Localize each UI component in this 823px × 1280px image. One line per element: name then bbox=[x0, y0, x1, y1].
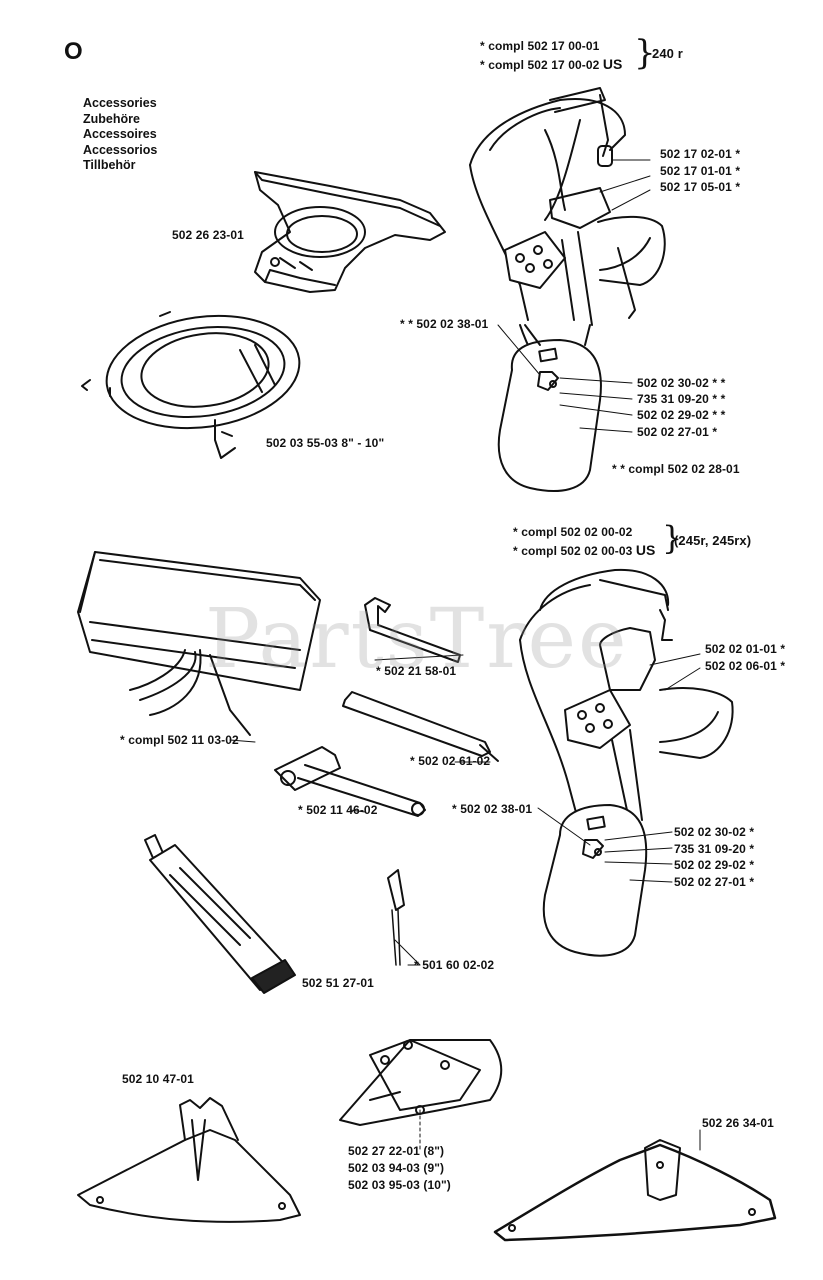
label-guard-mid-3-size: (10") bbox=[423, 1178, 451, 1192]
label-g2: 502 02 06-01 * bbox=[705, 659, 786, 673]
top-group-line2: * compl 502 17 00-02 US bbox=[480, 56, 623, 72]
label-g7: 502 02 27-01 * bbox=[674, 875, 755, 889]
heading-fr: Accessoires bbox=[83, 127, 157, 141]
mid-group-line1: * compl 502 02 00-02 bbox=[513, 525, 633, 539]
label-guard-mid-2-number: 502 03 94-03 bbox=[348, 1161, 420, 1175]
label-h5: 502 02 30-02 * * bbox=[637, 376, 726, 390]
label-h2: 502 17 01-01 * bbox=[660, 164, 741, 178]
combination-wrench-drawing bbox=[274, 746, 426, 817]
label-guard-mid-2-size: (9") bbox=[423, 1161, 445, 1175]
leader-lines-mid bbox=[229, 653, 701, 966]
mid-group-line2-part: * compl 502 02 00-03 bbox=[513, 544, 633, 558]
label-guard-ring-size: 8" - 10" bbox=[341, 436, 385, 450]
guard-ring-drawing bbox=[81, 311, 301, 459]
watermark: PartsTree bbox=[205, 592, 629, 687]
mid-group-line2: * compl 502 02 00-03 US bbox=[513, 542, 656, 558]
label-rivet: * 501 60 02-02 bbox=[414, 958, 495, 972]
label-grease: 502 51 27-01 bbox=[302, 976, 374, 990]
headings-block: Accessories Zubehöre Accessoires Accesso… bbox=[83, 96, 157, 174]
label-h8: 502 02 27-01 * bbox=[637, 425, 718, 439]
mid-group-model: (245r, 245rx) bbox=[674, 533, 752, 548]
label-wrench: * 502 11 46-02 bbox=[298, 803, 378, 817]
label-guard-right: 502 26 34-01 bbox=[702, 1116, 774, 1130]
heading-sv: Tillbehör bbox=[83, 158, 136, 172]
label-guard-mid-1: 502 27 22-01 (8") bbox=[348, 1144, 444, 1158]
rod-drawing bbox=[342, 691, 499, 762]
label-allen-key: * 502 21 58-01 bbox=[376, 664, 457, 678]
tool-bag-drawing bbox=[77, 551, 321, 736]
heading-es: Accessorios bbox=[83, 142, 158, 157]
label-g5: 735 31 09-20 * bbox=[674, 842, 755, 856]
label-g6: 502 02 29-02 * bbox=[674, 858, 755, 872]
heading-de: Zubehöre bbox=[83, 111, 140, 126]
top-group-us: US bbox=[602, 56, 623, 72]
label-guard-left: 502 10 47-01 bbox=[122, 1072, 194, 1086]
label-g1: 502 02 01-01 * bbox=[705, 642, 786, 656]
label-h9: * * compl 502 02 28-01 bbox=[612, 462, 740, 476]
hip-pad-mid-drawing bbox=[542, 804, 648, 957]
top-group-line2-part: * compl 502 17 00-02 bbox=[480, 58, 600, 72]
label-guard-ring: 502 03 55-03 8" - 10" bbox=[266, 436, 384, 450]
trimmer-head-drawing bbox=[254, 171, 446, 293]
harness-top-drawing bbox=[469, 87, 666, 361]
grease-tube-drawing bbox=[144, 834, 296, 994]
mid-group-brace: } bbox=[662, 519, 683, 557]
label-guard-mid-1-number: 502 27 22-01 bbox=[348, 1144, 420, 1158]
harness-mid-drawing bbox=[519, 568, 734, 821]
mid-group-us: US bbox=[635, 542, 656, 558]
top-group-model: 240 r bbox=[652, 46, 683, 61]
hip-pad-top-drawing bbox=[497, 324, 602, 492]
label-guard-mid-1-size: (8") bbox=[423, 1144, 445, 1158]
rivet-drawing bbox=[387, 869, 405, 966]
guard-bottom-mid-drawing bbox=[339, 1039, 503, 1151]
label-h6: 735 31 09-20 * * bbox=[637, 392, 726, 406]
label-g3: * 502 02 38-01 bbox=[452, 802, 533, 816]
guard-bottom-right-drawing bbox=[493, 1129, 777, 1242]
label-g4: 502 02 30-02 * bbox=[674, 825, 755, 839]
label-trimmer-head: 502 26 23-01 bbox=[172, 228, 244, 242]
label-h4: * * 502 02 38-01 bbox=[400, 317, 489, 331]
guard-bottom-left-drawing bbox=[77, 1097, 301, 1223]
label-rod: * 502 02 61-02 bbox=[410, 754, 491, 768]
top-group-brace: } bbox=[634, 33, 656, 73]
label-guard-mid-2: 502 03 94-03 (9") bbox=[348, 1161, 444, 1175]
section-letter: O bbox=[64, 38, 83, 65]
label-guard-mid-3: 502 03 95-03 (10") bbox=[348, 1178, 451, 1192]
label-bag: * compl 502 11 03-02 bbox=[120, 733, 239, 747]
leader-lines-top bbox=[497, 159, 651, 433]
heading-en: Accessories bbox=[83, 96, 157, 110]
label-guard-ring-number: 502 03 55-03 bbox=[266, 436, 338, 450]
label-h3: 502 17 05-01 * bbox=[660, 180, 741, 194]
label-guard-mid-3-number: 502 03 95-03 bbox=[348, 1178, 420, 1192]
label-h7: 502 02 29-02 * * bbox=[637, 408, 726, 422]
label-h1: 502 17 02-01 * bbox=[660, 147, 741, 161]
top-group-line1: * compl 502 17 00-01 bbox=[480, 39, 600, 53]
